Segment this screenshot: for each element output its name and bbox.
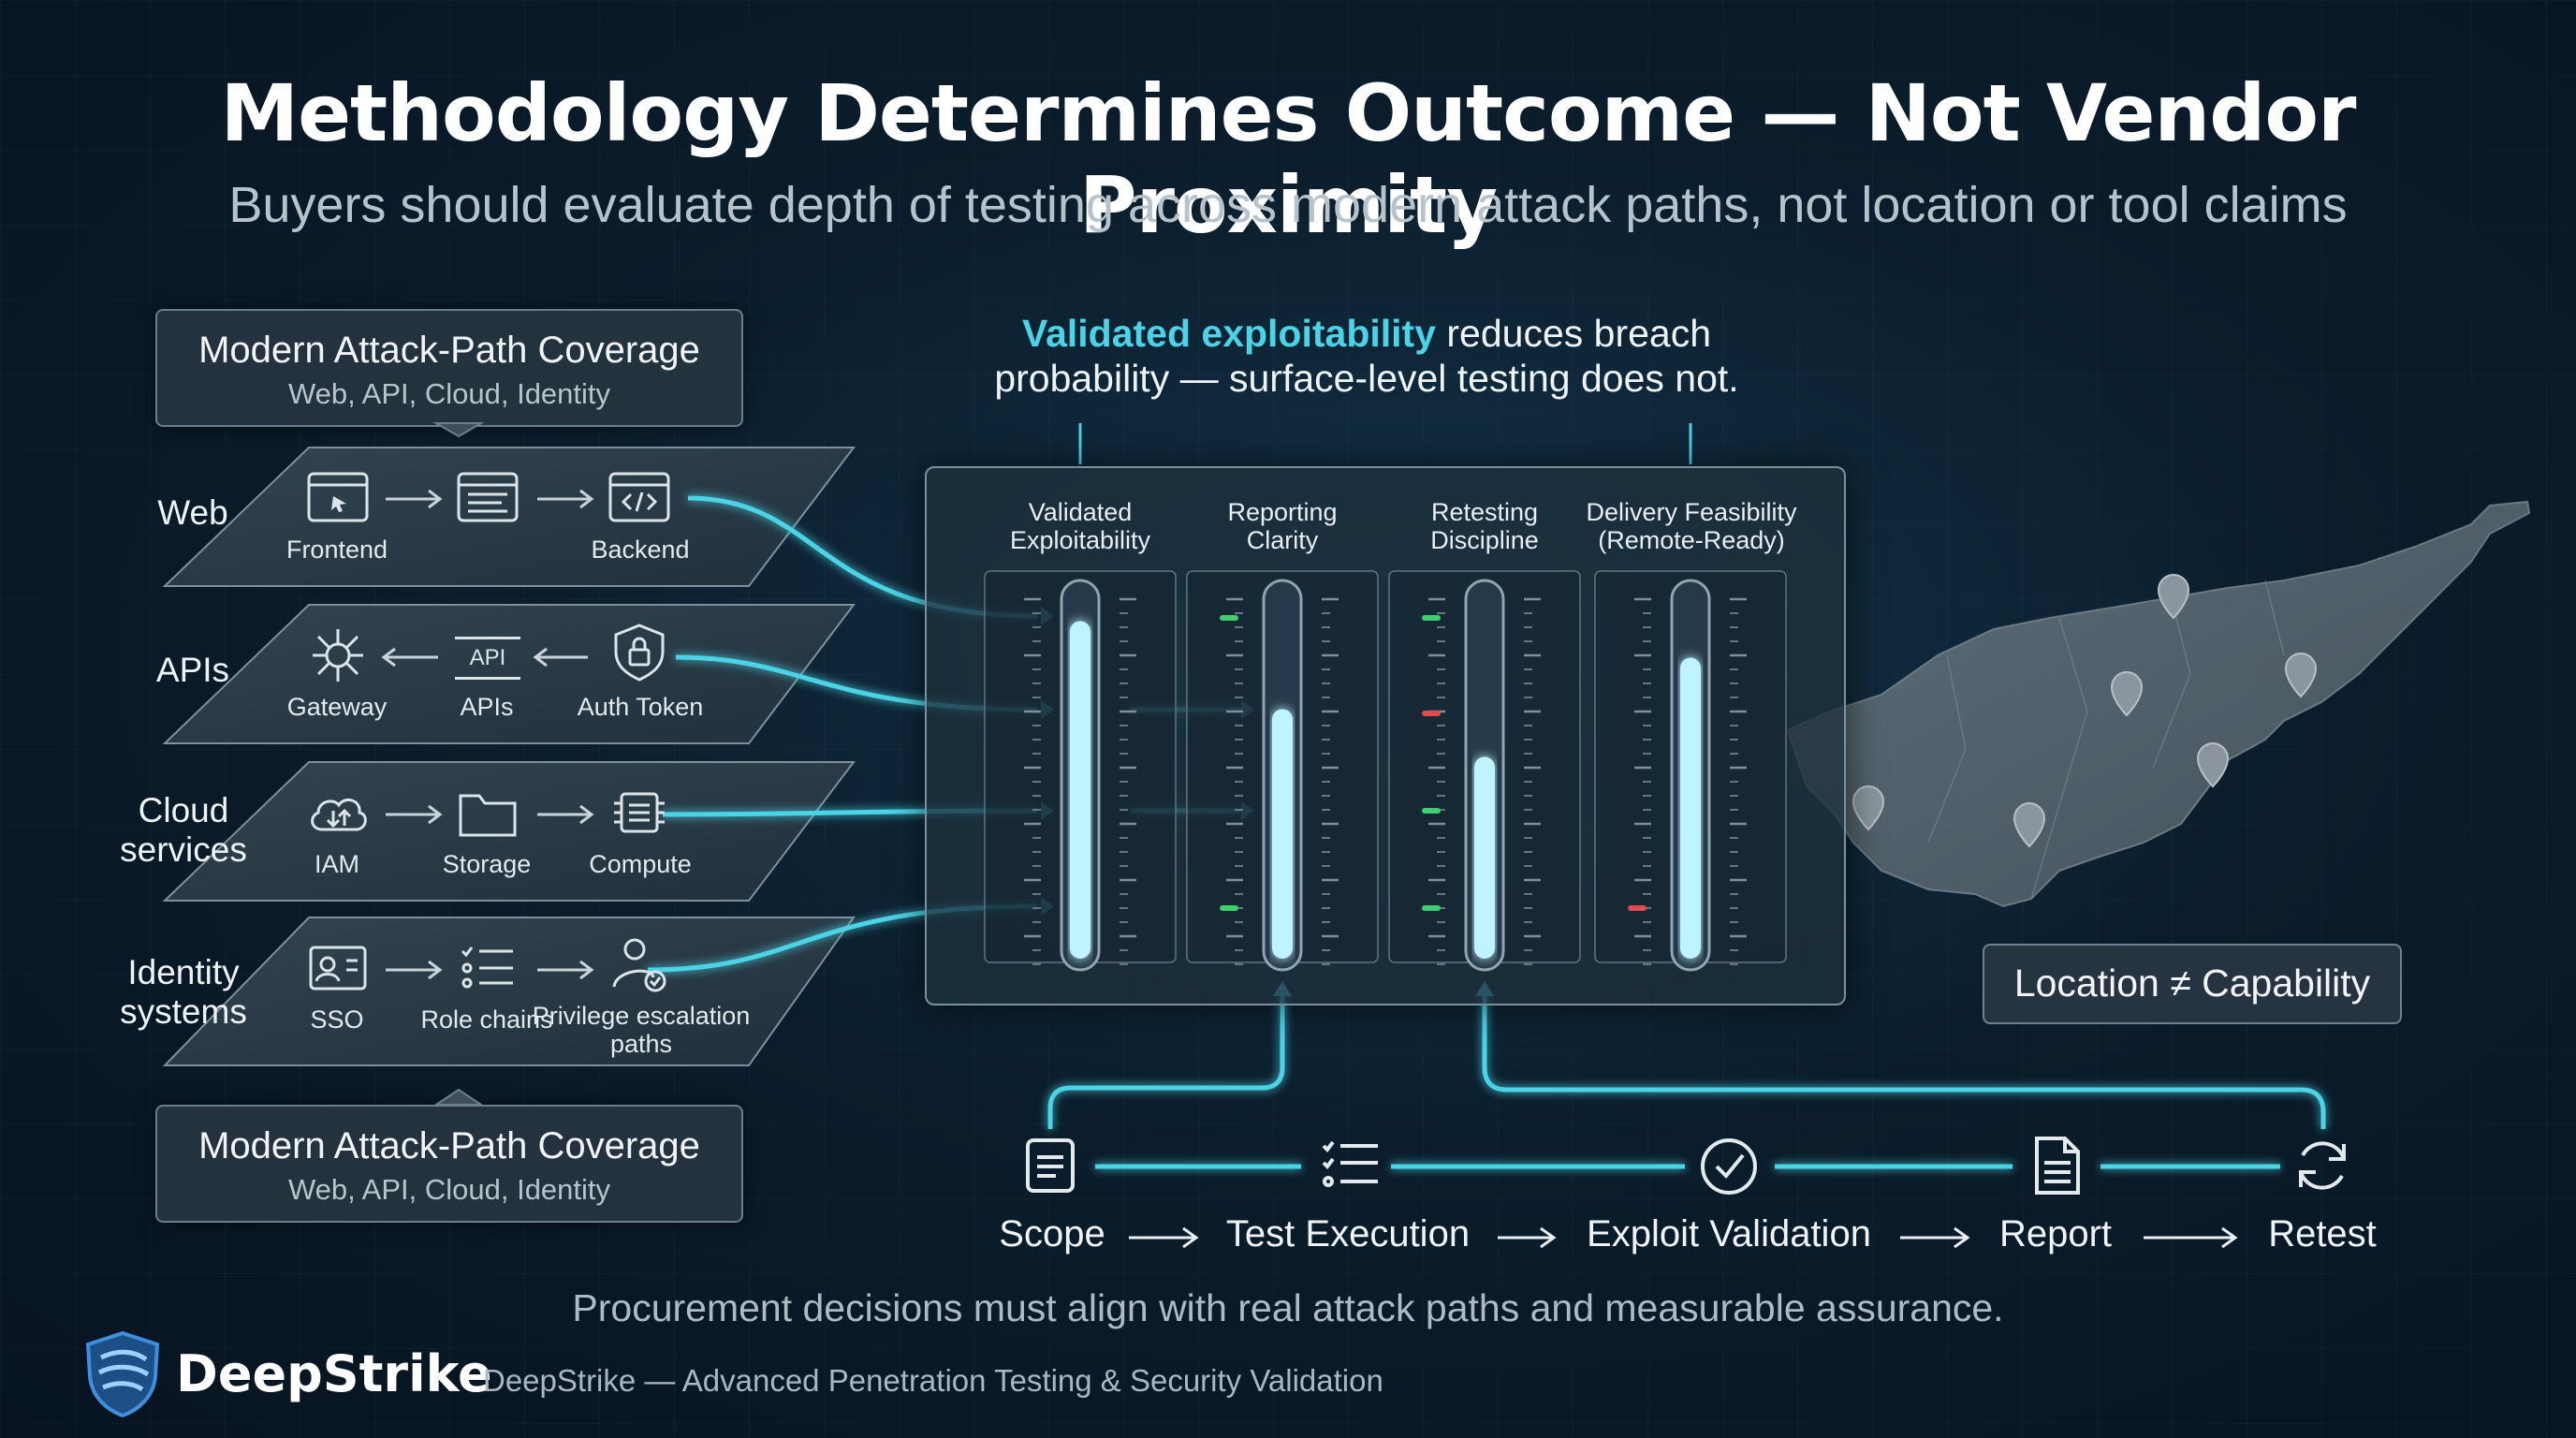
node-label: Auth Token [577,693,704,721]
layer-plane-web [162,447,856,587]
shield-lock-icon [614,624,665,682]
api-bracket-icon: API [455,637,520,680]
node-label: Storage [442,850,532,878]
location-capability-label: Location ≠ Capability [1983,944,2402,1024]
layer-label-cloud: Cloud services [120,791,247,869]
checklist-icon [461,946,513,989]
step-label-report: Report [1998,1213,2113,1255]
callout-line2: probability — surface-level testing does… [994,357,1739,400]
gauge-fill [1070,621,1090,959]
process-loop [1047,994,2326,1169]
step-label-scope: Scope [999,1213,1105,1255]
step-label-retest: Retest [2268,1213,2377,1255]
user-check-icon [612,938,666,992]
coverage-title: Modern Attack-Path Coverage [198,330,700,371]
node-label: SSO [310,1005,364,1034]
step-label-exploit-validation: Exploit Validation [1587,1213,1871,1255]
callout-text: Validated exploitability reduces breach … [936,311,1797,401]
map-pin-icon [2196,742,2230,788]
report-icon [2035,1137,2080,1195]
coverage-subtitle: Web, API, Cloud, Identity [287,1173,611,1206]
code-window-icon [608,472,670,522]
callout-highlight: Validated exploitability [1021,312,1436,355]
map-pin-icon [2012,802,2046,848]
check-circle-icon [1701,1138,1757,1195]
node-label: Privilege escalation paths [532,1002,751,1058]
gauge-fill [1474,756,1495,959]
coverage-subtitle: Web, API, Cloud, Identity [287,377,611,410]
coverage-box-bottom: Modern Attack-Path Coverage Web, API, Cl… [155,1105,743,1223]
node-label: Backend [591,536,690,564]
callout-line1-rest: reduces breach [1436,312,1712,355]
map-pin-icon [2157,574,2190,620]
node-label: Frontend [285,536,388,564]
document-list-icon [1026,1138,1075,1193]
page-title: Methodology Determines Outcome — Not Ven… [220,67,2357,251]
node-label: APIs [460,693,514,721]
pointer-bottom [432,1088,485,1106]
map-pin-icon [1852,785,1885,831]
browser-window-icon [307,472,369,522]
node-label: Compute [589,850,692,878]
map-regions [1927,580,2285,900]
gauge-fill [1272,709,1293,959]
chip-icon [614,792,665,833]
column-header-delivery: Delivery Feasibility(Remote-Ready) [1586,498,1797,554]
map-pins [1852,574,2318,848]
footer-note: Procurement decisions must align with re… [572,1286,2004,1329]
layer-plane-cloud [162,761,856,902]
island-map [1786,500,2531,908]
step-label-test-execution: Test Execution [1225,1213,1471,1255]
layer-label-web: Web [157,493,228,532]
page-subtitle: Buyers should evaluate depth of testing … [228,177,2348,233]
layer-label-identity: Identity systems [120,953,247,1031]
node-label: Role chains [420,1005,553,1034]
node-label: IAM [314,850,359,878]
brand-tagline: DeepStrike — Advanced Penetration Testin… [483,1363,1383,1398]
layer-label-apis: APIs [155,651,230,689]
node-label: Gateway [286,693,388,721]
brand-name: DeepStrike [176,1344,492,1403]
coverage-title: Modern Attack-Path Coverage [198,1125,700,1167]
network-gateway-icon [313,629,363,682]
coverage-box-top: Modern Attack-Path Coverage Web, API, Cl… [155,309,743,427]
map-pin-icon [2284,653,2318,698]
gauge-fill [1680,657,1701,959]
folder-icon [459,794,517,837]
node-arrows [381,489,594,980]
layer-plane-identity [162,917,856,1066]
step-arrows [1129,1226,2238,1249]
web-page-icon [457,472,519,522]
cloud-icon [311,798,367,831]
map-pin-icon [2110,671,2144,717]
checklist-icon [1322,1140,1378,1187]
id-card-icon [309,946,367,990]
pointer-top [432,422,485,438]
brand-shield-logo-icon [85,1330,160,1418]
refresh-icon [2299,1141,2346,1190]
